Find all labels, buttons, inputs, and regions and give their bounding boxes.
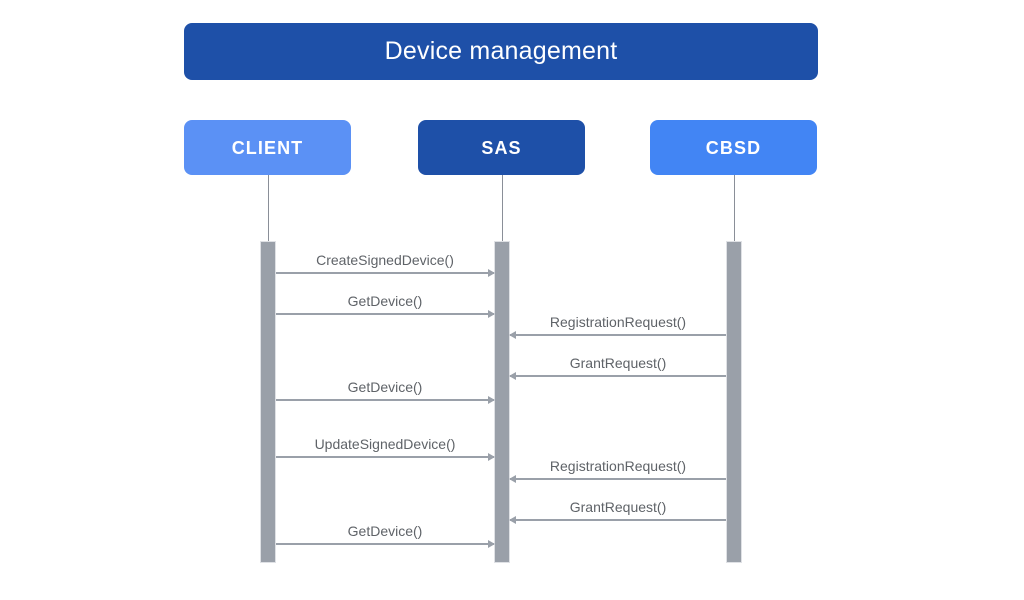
message-7-left[interactable]: RegistrationRequest()	[509, 459, 726, 483]
arrow-head-icon	[488, 452, 495, 461]
participant-label: CLIENT	[231, 137, 304, 158]
arrow-head-icon	[509, 515, 516, 524]
message-line	[510, 519, 726, 521]
message-line	[276, 399, 494, 401]
activation-bar-sas	[494, 241, 510, 563]
message-line	[276, 272, 494, 274]
message-1-right[interactable]: CreateSignedDevice()	[276, 253, 495, 277]
message-label: GetDevice()	[347, 523, 423, 539]
arrow-head-icon	[488, 309, 495, 318]
message-6-right[interactable]: UpdateSignedDevice()	[276, 437, 495, 461]
diagram-title-bar: Device management	[184, 23, 818, 80]
activation-bar-client	[260, 241, 276, 563]
arrow-head-icon	[488, 539, 495, 548]
message-line	[510, 334, 726, 336]
lifeline-cbsd	[734, 175, 735, 241]
message-label: RegistrationRequest()	[549, 314, 687, 330]
message-label: RegistrationRequest()	[549, 458, 687, 474]
lifeline-sas	[502, 175, 503, 241]
lifeline-client	[268, 175, 269, 241]
message-label: GetDevice()	[347, 379, 423, 395]
message-line	[276, 313, 494, 315]
participant-label: SAS	[481, 137, 522, 158]
participant-label: CBSD	[705, 137, 762, 158]
participant-client[interactable]: CLIENT	[184, 120, 351, 175]
message-8-left[interactable]: GrantRequest()	[509, 500, 726, 524]
message-label: GetDevice()	[347, 293, 423, 309]
message-2-right[interactable]: GetDevice()	[276, 294, 495, 318]
arrow-head-icon	[488, 395, 495, 404]
arrow-head-icon	[509, 330, 516, 339]
arrow-head-icon	[488, 268, 495, 277]
message-line	[510, 478, 726, 480]
message-4-left[interactable]: GrantRequest()	[509, 356, 726, 380]
arrow-head-icon	[509, 474, 516, 483]
message-line	[276, 543, 494, 545]
message-label: GrantRequest()	[569, 499, 667, 515]
message-3-left[interactable]: RegistrationRequest()	[509, 315, 726, 339]
message-line	[276, 456, 494, 458]
message-label: GrantRequest()	[569, 355, 667, 371]
participant-sas[interactable]: SAS	[418, 120, 585, 175]
page-title: Device management	[384, 37, 618, 65]
message-label: UpdateSignedDevice()	[314, 436, 456, 452]
message-9-right[interactable]: GetDevice()	[276, 524, 495, 548]
participant-cbsd[interactable]: CBSD	[650, 120, 817, 175]
message-5-right[interactable]: GetDevice()	[276, 380, 495, 404]
message-label: CreateSignedDevice()	[316, 252, 454, 268]
message-line	[510, 375, 726, 377]
arrow-head-icon	[509, 371, 516, 380]
activation-bar-cbsd	[726, 241, 742, 563]
